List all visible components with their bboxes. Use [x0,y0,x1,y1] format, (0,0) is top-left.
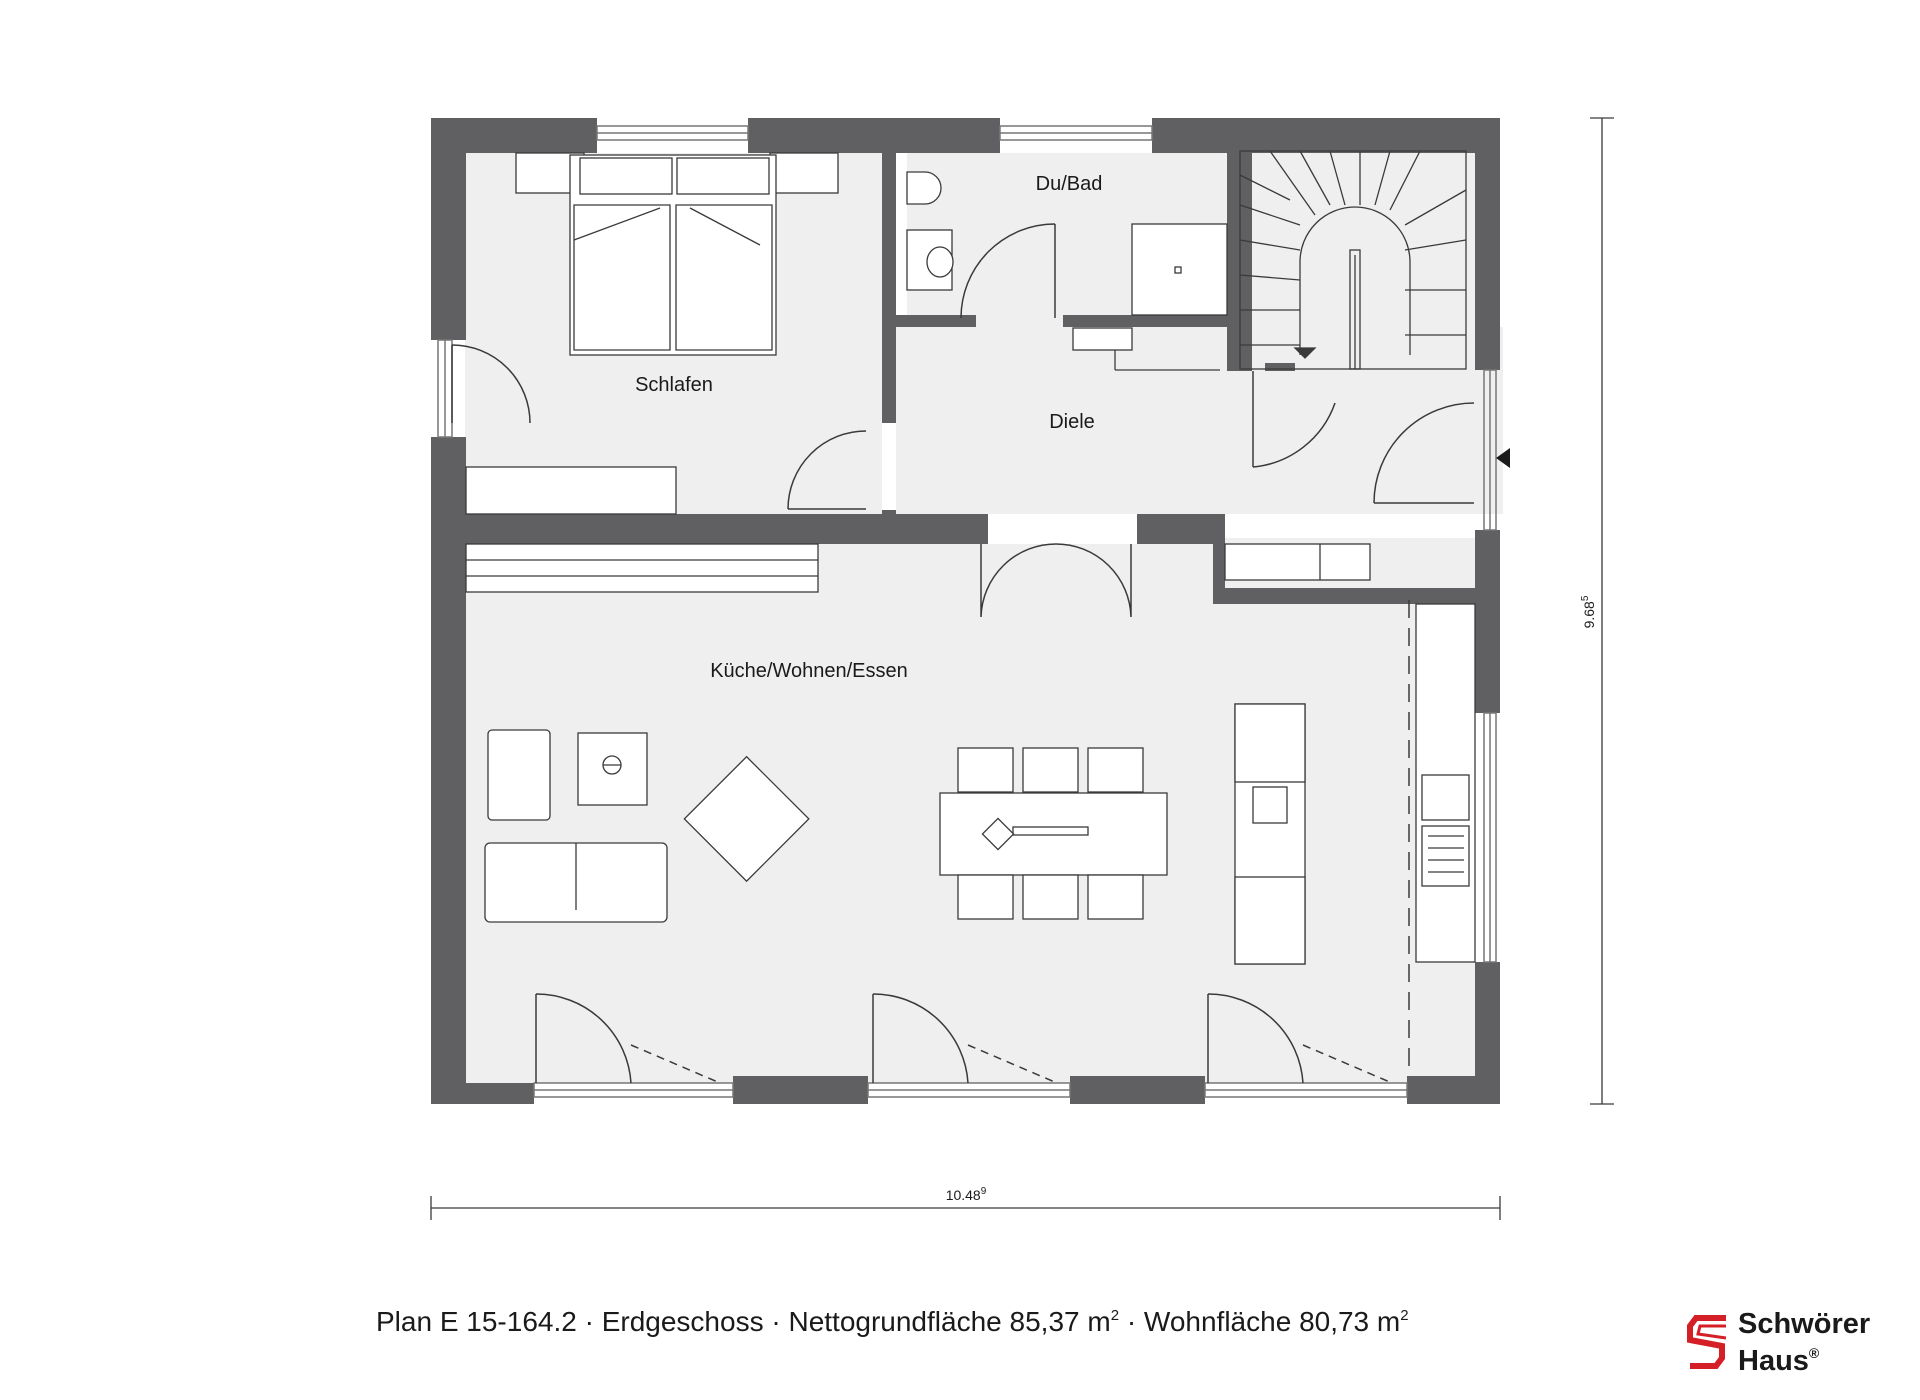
bedroom-furniture [465,152,839,593]
room-label-diele: Diele [1049,411,1095,433]
logo-text: Schwörer Haus® [1738,1308,1871,1377]
net-area-label: Nettogrundfläche [788,1306,1002,1337]
exterior-walls [431,118,1500,1104]
company-logo: Schwörer Haus® [1686,1310,1906,1380]
plan-id: Plan E 15-164.2 [376,1306,577,1337]
room-labels: Schlafen Du/Bad Diele Küche/Wohnen/Essen [635,173,1102,682]
living-area-label: Wohnfläche [1143,1306,1292,1337]
room-label-kwe: Küche/Wohnen/Essen [710,660,908,682]
bathroom-fixtures [906,171,1228,371]
net-area-value: 85,37 m [1009,1306,1111,1337]
living-furniture [484,543,1476,965]
height-dimension: 9.685 [1580,595,1597,628]
dimension-lines [430,117,1614,1220]
dimension-texts: 10.489 9.685 [946,595,1597,1203]
plan-caption: Plan E 15-164.2 · Erdgeschoss · Nettogru… [376,1306,1409,1337]
doors [451,223,1475,1084]
entrance-arrow-icon [1496,448,1510,468]
living-area-value: 80,73 m [1299,1306,1401,1337]
windows [437,125,1497,1098]
logo-s-icon [1687,1315,1727,1369]
staircase [1239,150,1467,370]
room-label-schlafen: Schlafen [635,374,713,396]
floor-name: Erdgeschoss [601,1306,764,1337]
room-label-dubad: Du/Bad [1036,173,1103,195]
width-dimension: 10.489 [946,1186,987,1203]
